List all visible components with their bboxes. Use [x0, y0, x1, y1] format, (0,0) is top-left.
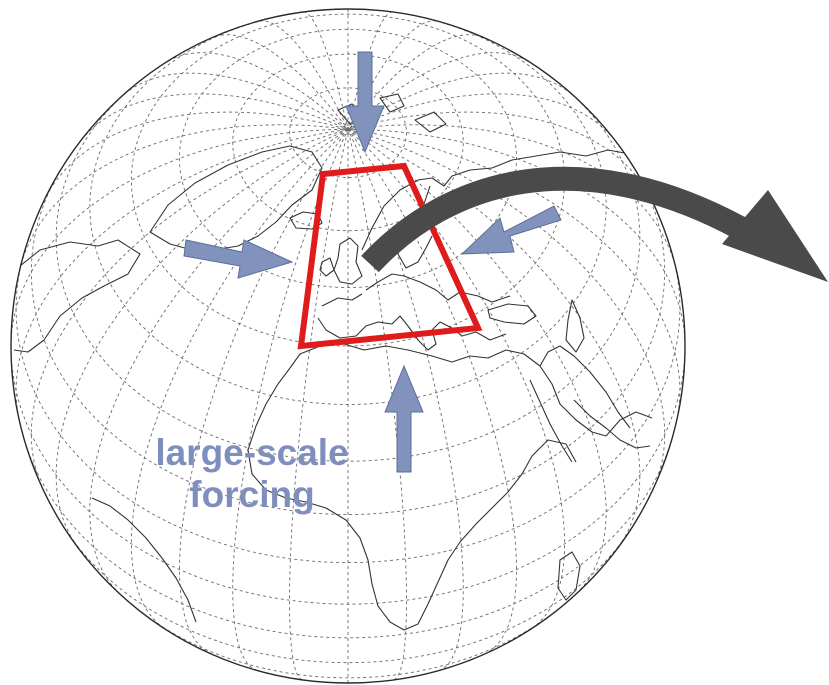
meridian-line [347, 128, 666, 491]
curved-arrow-head [722, 190, 828, 282]
coastline-black-sea [487, 299, 585, 353]
meridian-line [124, 72, 349, 130]
meridian-line [289, 129, 349, 681]
coastline-north-america [13, 239, 141, 353]
region-box [297, 162, 483, 350]
meridian-line [168, 52, 349, 130]
forcing-label-line2: forcing [189, 474, 314, 515]
meridian-line [347, 129, 407, 681]
arrow-icon [345, 51, 385, 154]
meridian-line [46, 111, 349, 196]
parallel-line [30, 172, 666, 515]
meridian-line [347, 129, 607, 595]
meridian-line [347, 124, 676, 265]
meridian-line [81, 93, 349, 141]
coastline-madagascar [557, 551, 581, 601]
curved-arrow-icon [361, 166, 746, 273]
parallel-line [89, 9, 607, 405]
coastline-west-africa [247, 367, 577, 631]
parallel-line [130, 13, 566, 347]
coastline-red-sea [529, 379, 573, 463]
meridian-line [130, 129, 349, 629]
outflow-arrow [361, 166, 828, 282]
meridian-line [15, 128, 349, 421]
parallel-line [11, 345, 685, 605]
meridian-line [303, 11, 349, 130]
meridian-line [347, 72, 572, 130]
meridian-line [89, 129, 349, 595]
forcing-arrows [183, 51, 562, 473]
arrow-icon [183, 239, 294, 279]
parallel-line [232, 53, 464, 232]
coastline-iceland [289, 211, 323, 230]
parallel-line [289, 87, 407, 178]
coastline-british-isles [319, 237, 363, 285]
parallel-line [137, 609, 559, 679]
meridian-line [347, 129, 566, 629]
meridian-line [55, 128, 349, 548]
meridian-line [347, 129, 464, 671]
meridian-line [347, 128, 641, 548]
meridian-line [347, 128, 681, 421]
coastline-arabia [573, 399, 653, 449]
parallel-line [179, 28, 517, 288]
arrow-icon [384, 364, 424, 473]
meridian-line [347, 93, 615, 141]
coastline-south-america [91, 497, 197, 623]
globe-outline [10, 8, 686, 684]
meridian-line [20, 124, 349, 265]
parallel-line [15, 255, 681, 564]
coastline-europe [317, 273, 511, 351]
meridian-line [347, 11, 393, 130]
graticule-grid [11, 9, 685, 683]
meridian-line [347, 52, 528, 130]
meridian-line [232, 129, 349, 671]
forcing-label-line1: large-scale [155, 432, 348, 473]
meridian-line [30, 128, 349, 491]
meridian-line [347, 111, 650, 196]
meridian-line [259, 20, 349, 130]
parallel-line [25, 444, 671, 639]
arrow-icon [460, 205, 562, 255]
